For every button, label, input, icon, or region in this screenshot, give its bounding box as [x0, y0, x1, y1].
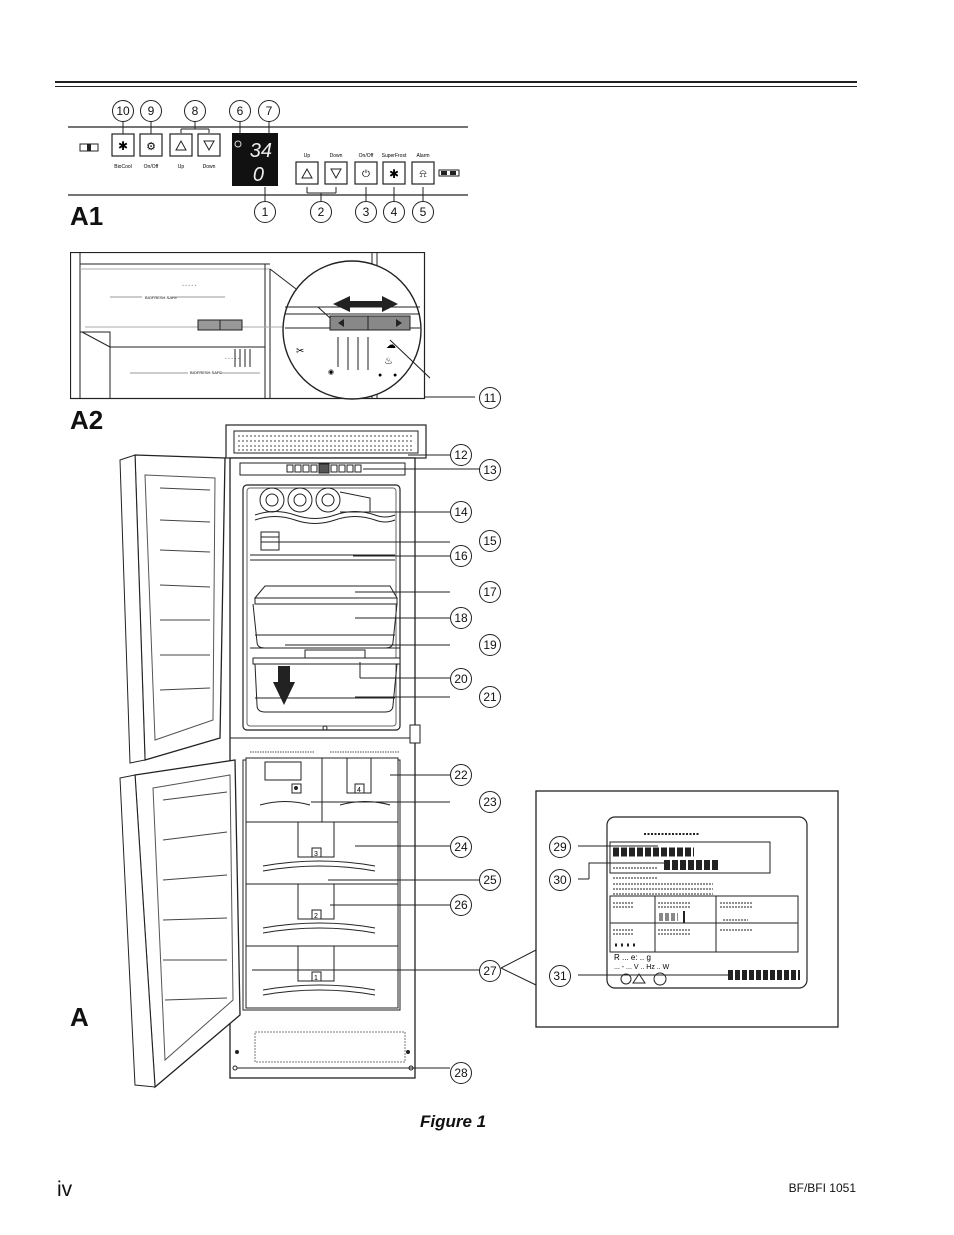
svg-text:●: ● [378, 372, 382, 379]
btn-label-superfrost: SuperFrost [382, 153, 407, 159]
callout-8: 8 [184, 100, 206, 122]
callout-14: 14 [450, 501, 472, 523]
callout-23: 23 [479, 791, 501, 813]
callout-18: 18 [450, 607, 472, 629]
up-left-button[interactable] [169, 133, 193, 157]
callout-3: 3 [355, 201, 377, 223]
callout-22: 22 [450, 764, 472, 786]
callout-13: 13 [479, 459, 501, 481]
callout-12: 12 [450, 444, 472, 466]
callout-20: 20 [450, 668, 472, 690]
svg-text:1: 1 [314, 975, 318, 982]
callout-7: 7 [258, 100, 280, 122]
btn-label-onoff-right: On/Off [359, 153, 374, 159]
callout-25: 25 [479, 869, 501, 891]
svg-text:✂: ✂ [296, 346, 304, 357]
svg-text:4: 4 [357, 787, 361, 794]
callout-28: 28 [450, 1062, 472, 1084]
down-left-button[interactable] [197, 133, 221, 157]
callout-26: 26 [450, 894, 472, 916]
down-arrow-icon [273, 666, 295, 705]
biocool-button[interactable]: ✱ [111, 133, 135, 157]
svg-text:◦ ◦ ◦ ◦ ◦: ◦ ◦ ◦ ◦ ◦ [225, 356, 240, 362]
svg-text:●: ● [393, 372, 397, 379]
on-off-left-button[interactable]: ⚙ [139, 133, 163, 157]
btn-label-up-right: Up [304, 153, 311, 159]
display-top-value: 34 [250, 140, 272, 162]
callout-4: 4 [383, 201, 405, 223]
a2-caption-upper: BIOFRESH SAFE [145, 295, 177, 300]
svg-text:2: 2 [314, 913, 318, 920]
rating-plate-detail: R ... e: .. g ... - ... V .. Hz .. W [500, 790, 839, 1028]
svg-text:☁: ☁ [386, 340, 396, 351]
a-appliance-diagram: 4 3 2 1 [119, 424, 480, 1089]
up-right-button[interactable] [295, 161, 319, 185]
a2-biofresh-detail: BIOFRESH SAFE ◦ ◦ ◦ ◦ ◦ BIOFRESH SAFE ◦ … [70, 252, 430, 400]
callout-29: 29 [549, 836, 571, 858]
callout-6: 6 [229, 100, 251, 122]
plate-line-v: ... - ... V .. Hz .. W [614, 964, 670, 971]
panel-label-a2: A2 [70, 405, 104, 435]
callout-10: 10 [112, 100, 134, 122]
callout-31: 31 [549, 965, 571, 987]
callout-15: 15 [479, 530, 501, 552]
svg-text:✱: ✱ [118, 139, 128, 153]
alarm-button[interactable]: ⍾ [411, 161, 435, 185]
callout-24: 24 [450, 836, 472, 858]
svg-text:⚙: ⚙ [146, 141, 156, 153]
callout-16: 16 [450, 545, 472, 567]
callout-17: 17 [479, 581, 501, 603]
top-rule-1 [55, 81, 857, 83]
btn-label-biocool: BioCool [114, 164, 132, 170]
callout-27: 27 [479, 960, 501, 982]
a1-control-panel-diagram: ✱ ⚙ BioCool On/Off Up Down 34 0 Up Down … [68, 121, 468, 201]
a-control-buttons [286, 463, 362, 474]
callout-1: 1 [254, 201, 276, 223]
btn-label-down-left: Down [203, 164, 216, 170]
display-bottom-value: 0 [253, 164, 264, 186]
btn-label-alarm: Alarm [416, 153, 429, 159]
svg-text:✱: ✱ [389, 167, 399, 181]
svg-text:◦ ◦ ◦ ◦ ◦: ◦ ◦ ◦ ◦ ◦ [182, 283, 197, 289]
callout-11: 11 [479, 387, 501, 409]
callout-30: 30 [549, 869, 571, 891]
btn-label-onoff-left: On/Off [144, 164, 159, 170]
svg-text:♨: ♨ [384, 356, 393, 367]
page-number: iv [57, 1178, 73, 1201]
callout-21: 21 [479, 686, 501, 708]
btn-label-down-right: Down [330, 153, 343, 159]
callout-11-leader [425, 396, 475, 398]
down-right-button[interactable] [324, 161, 348, 185]
callout-5: 5 [412, 201, 434, 223]
svg-text:⍾: ⍾ [419, 168, 426, 180]
figure-caption: Figure 1 [420, 1112, 487, 1131]
a2-caption-lower: BIOFRESH SAFE [190, 370, 222, 375]
svg-text:⏻: ⏻ [362, 169, 370, 180]
model-number: BF/BFI 1051 [788, 1181, 856, 1195]
panel-label-a1: A1 [70, 201, 104, 231]
on-off-right-button[interactable]: ⏻ [354, 161, 378, 185]
plate-line-r: R ... e: .. g [614, 953, 651, 962]
callout-19: 19 [479, 634, 501, 656]
svg-text:3: 3 [314, 851, 318, 858]
btn-label-up-left: Up [178, 164, 185, 170]
top-rule-2 [55, 86, 857, 87]
superfrost-button[interactable]: ✱ [382, 161, 406, 185]
callout-9: 9 [140, 100, 162, 122]
callout-2: 2 [310, 201, 332, 223]
panel-label-a: A [70, 1002, 89, 1032]
svg-text:◉: ◉ [328, 369, 334, 376]
